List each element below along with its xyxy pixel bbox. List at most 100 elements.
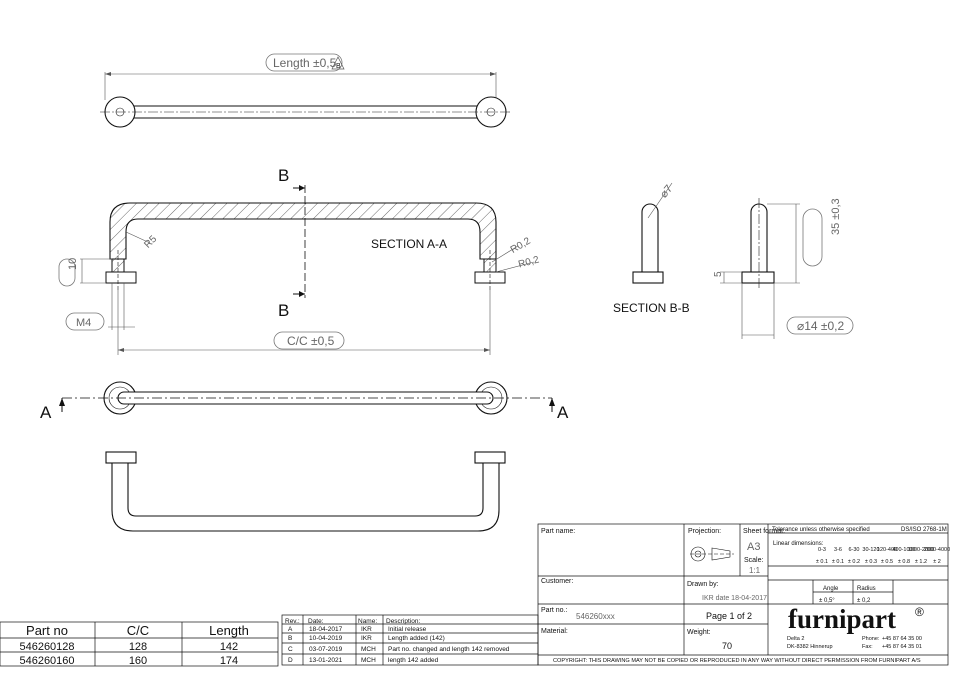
linear-tolerance: ± 0.8 bbox=[898, 559, 910, 565]
cut-letter-a-left: A bbox=[40, 403, 52, 422]
phone-label: Phone: bbox=[862, 636, 880, 642]
weight-label: Weight: bbox=[687, 629, 711, 636]
cc-dimension: C/C ±0,5 bbox=[287, 334, 335, 348]
front-view: A A bbox=[40, 381, 569, 422]
rev-cell: IKR bbox=[361, 635, 372, 642]
linear-range: 2000-4000 bbox=[924, 547, 950, 553]
linear-range: 30-120 bbox=[862, 547, 879, 553]
rev-cell: Length added (142) bbox=[388, 635, 445, 642]
scale-label: Scale: bbox=[744, 557, 764, 564]
rev-cell: 03-07-2019 bbox=[309, 646, 343, 653]
projection-label: Projection: bbox=[688, 528, 721, 535]
sheet-format-label: Sheet format: bbox=[743, 528, 785, 535]
rev-header: Description: bbox=[386, 618, 421, 625]
tolerance-label: Tolerance unless otherwise specified bbox=[772, 527, 870, 533]
linear-range: 400-1000 bbox=[892, 547, 915, 553]
company-logo: furnipart bbox=[788, 604, 896, 634]
rev-cell: IKR bbox=[361, 626, 372, 633]
phone-value: +45 87 64 35 00 bbox=[882, 636, 922, 642]
part-table-cell: 546260160 bbox=[19, 655, 74, 667]
section-b-b: ⌀7 SECTION B-B 5 35 ±0,3 ⌀14 ±0,2 bbox=[613, 182, 854, 339]
linear-range: 1000-2000 bbox=[908, 547, 934, 553]
section-a-a: B B SECTION A-A R5 R0,2 R0,2 10 M4 C/C ±… bbox=[58, 166, 541, 355]
rev-cell: A bbox=[288, 626, 293, 633]
iso-standard: DS/ISO 2768-1M bbox=[901, 527, 947, 533]
height-10-label: 10 bbox=[67, 258, 79, 270]
copyright-notice: COPYRIGHT: THIS DRAWING MAY NOT BE COPIE… bbox=[553, 658, 921, 664]
part-table-cell: 546260128 bbox=[19, 641, 74, 653]
length-dimension: Length ±0,5 bbox=[273, 56, 337, 70]
height-35-label: 35 ±0,3 bbox=[830, 198, 842, 235]
rev-cell: length 142 added bbox=[388, 657, 439, 664]
drawn-by-value: IKR date 18-04-2017 bbox=[702, 595, 767, 602]
section-aa-label: SECTION A-A bbox=[371, 237, 447, 251]
drawn-by-label: Drawn by: bbox=[687, 581, 719, 588]
rev-header: Date: bbox=[308, 618, 324, 625]
thread-m4-label: M4 bbox=[76, 317, 91, 329]
linear-range: 120-400 bbox=[877, 547, 897, 553]
rev-header: Rev.: bbox=[285, 618, 300, 625]
cut-letter-b-bottom: B bbox=[278, 301, 289, 320]
rev-cell: 13-01-2021 bbox=[309, 657, 343, 664]
linear-tolerances: ± 0.1 ± 0.1 ± 0.2 ± 0.3 ± 0.5 ± 0.8 ± 1.… bbox=[816, 559, 941, 565]
rev-cell: B bbox=[288, 635, 292, 642]
revision-table: Rev.: Date: Name: Description: A 18-04-2… bbox=[281, 614, 539, 666]
rev-cell: 10-04-2019 bbox=[309, 635, 343, 642]
top-view: Length ±0,5 B bbox=[100, 53, 512, 128]
title-block: Part name: Projection: Sheet format: A3 … bbox=[537, 523, 950, 666]
part-no-value: 546260xxx bbox=[576, 612, 615, 621]
linear-tolerance: ± 0.5 bbox=[881, 559, 893, 565]
address-line1: Delta 2 bbox=[787, 636, 804, 642]
angle-value: ± 0,5° bbox=[819, 598, 835, 604]
linear-tolerance: ± 0.3 bbox=[865, 559, 877, 565]
linear-range: 6-30 bbox=[848, 547, 859, 553]
weight-value: 70 bbox=[722, 641, 732, 651]
rev-cell: MCH bbox=[361, 646, 376, 653]
linear-tolerance: ± 2 bbox=[933, 559, 941, 565]
part-table-cell: 160 bbox=[129, 655, 147, 667]
linear-tolerance: ± 0.1 bbox=[816, 559, 828, 565]
rev-cell: MCH bbox=[361, 657, 376, 664]
diameter-14-label: ⌀14 ±0,2 bbox=[797, 319, 845, 333]
tolerance-marker: B bbox=[336, 63, 341, 70]
linear-ranges: 0-3 3-6 6-30 30-120 120-400 400-1000 100… bbox=[818, 547, 950, 553]
part-table-header-partno: Part no bbox=[26, 623, 68, 638]
radius-value: ± 0,2 bbox=[857, 598, 871, 604]
page-number: Page 1 of 2 bbox=[706, 611, 752, 621]
diameter-7-label: ⌀7 bbox=[658, 183, 675, 200]
radius-label: Radius bbox=[857, 586, 876, 592]
part-table-cell: 142 bbox=[220, 641, 238, 653]
cut-letter-a-right: A bbox=[557, 403, 569, 422]
rev-cell: D bbox=[288, 657, 293, 664]
part-table-header-cc: C/C bbox=[127, 623, 149, 638]
rev-cell: C bbox=[288, 646, 293, 653]
fax-value: +45 87 64 35 01 bbox=[882, 644, 922, 650]
part-table-header-length: Length bbox=[209, 623, 249, 638]
rev-cell: Initial release bbox=[388, 626, 427, 633]
material-label: Material: bbox=[541, 628, 568, 635]
radius-02-top-label: R0,2 bbox=[509, 235, 533, 255]
rev-cell: Part no. changed and length 142 removed bbox=[388, 646, 510, 653]
scale-value: 1:1 bbox=[749, 566, 761, 575]
fax-label: Fax: bbox=[862, 644, 873, 650]
part-table-cell: 174 bbox=[220, 655, 238, 667]
linear-tolerance: ± 0.1 bbox=[832, 559, 844, 565]
angle-label: Angle bbox=[823, 586, 839, 592]
linear-tolerance: ± 0.2 bbox=[848, 559, 860, 565]
radius-5-label: R5 bbox=[142, 233, 159, 250]
rev-cell: 18-04-2017 bbox=[309, 626, 343, 633]
part-no-label: Part no.: bbox=[541, 607, 568, 614]
linear-label: Linear dimensions: bbox=[773, 541, 824, 547]
address-line2: DK-8382 Hinnerup bbox=[787, 644, 833, 650]
linear-tolerance: ± 1.2 bbox=[915, 559, 927, 565]
linear-range: 3-6 bbox=[834, 547, 842, 553]
side-view bbox=[105, 451, 506, 532]
projection-symbol-icon bbox=[690, 546, 734, 562]
part-table: Part no C/C Length 546260128 128 142 546… bbox=[0, 621, 279, 667]
sheet-format-value: A3 bbox=[747, 541, 760, 553]
linear-range: 0-3 bbox=[818, 547, 826, 553]
cut-letter-b-top: B bbox=[278, 166, 289, 185]
radius-02-bottom-label: R0,2 bbox=[517, 254, 541, 270]
customer-label: Customer: bbox=[541, 578, 573, 585]
